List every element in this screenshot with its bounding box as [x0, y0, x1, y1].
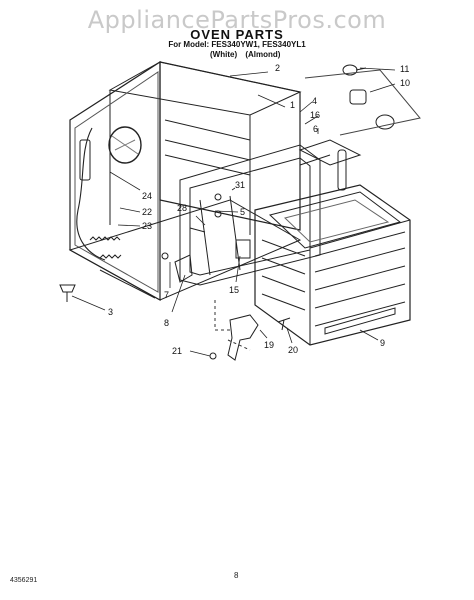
- callout-6: 6: [313, 124, 318, 134]
- callout-11: 11: [400, 64, 409, 74]
- spring-clip: [99, 254, 122, 259]
- leveling-leg: [59, 284, 76, 302]
- color-white: (White): [210, 50, 238, 59]
- color-almond: (Almond): [245, 50, 281, 59]
- hinge-washer: [161, 252, 169, 260]
- screw-20: [277, 317, 291, 331]
- broiler-drawer: [254, 184, 411, 346]
- footer-part-code: 4356291: [10, 577, 38, 584]
- callout-8: 8: [164, 318, 169, 328]
- callout-9: 9: [380, 338, 385, 348]
- door-latch: [235, 239, 251, 259]
- color-variants: (White) (Almond): [210, 50, 310, 59]
- model-line: For Model: FES340YW1, FES340YL1: [168, 40, 306, 49]
- screw-28: [189, 227, 206, 233]
- nut-21: [209, 352, 217, 360]
- callout-21: 21: [172, 346, 182, 356]
- callout-24: 24: [142, 191, 152, 201]
- watermark: AppliancePartsPros.com: [87, 6, 387, 34]
- callout-7: 7: [164, 290, 169, 300]
- side-panel-port: [108, 126, 142, 164]
- callout-2: 2: [275, 63, 280, 73]
- callout-10: 10: [400, 78, 410, 88]
- door-spring: [89, 236, 121, 241]
- callout-5: 5: [240, 207, 245, 217]
- oven-bottom: [68, 199, 302, 301]
- screw-31: [214, 193, 222, 201]
- callout-3: 3: [108, 307, 113, 317]
- callout-31: 31: [235, 180, 245, 190]
- callout-22: 22: [142, 207, 152, 217]
- wire-harness: [76, 127, 106, 261]
- callout-19: 19: [264, 340, 274, 350]
- callout-23: 23: [142, 221, 152, 231]
- callout-1: 1: [290, 100, 295, 110]
- oven-side-panel: [69, 60, 161, 302]
- callout-20: 20: [288, 345, 298, 355]
- top-element-bracket: [298, 139, 362, 166]
- diagram-title: OVEN PARTS: [190, 27, 284, 42]
- light-socket: [349, 89, 367, 105]
- hinge-bracket: [174, 254, 193, 283]
- oven-cavity-top: [108, 61, 302, 116]
- callout-4: 4: [312, 96, 317, 106]
- light-cover: [375, 114, 395, 130]
- igniter-mount: [79, 139, 91, 181]
- callout-15: 15: [229, 285, 239, 295]
- callout-16: 16: [310, 110, 320, 120]
- callout-28: 28: [177, 203, 187, 213]
- gas-fitting: [227, 314, 259, 361]
- thermostat-sensor: [337, 149, 347, 191]
- footer-page-number: 8: [234, 571, 239, 580]
